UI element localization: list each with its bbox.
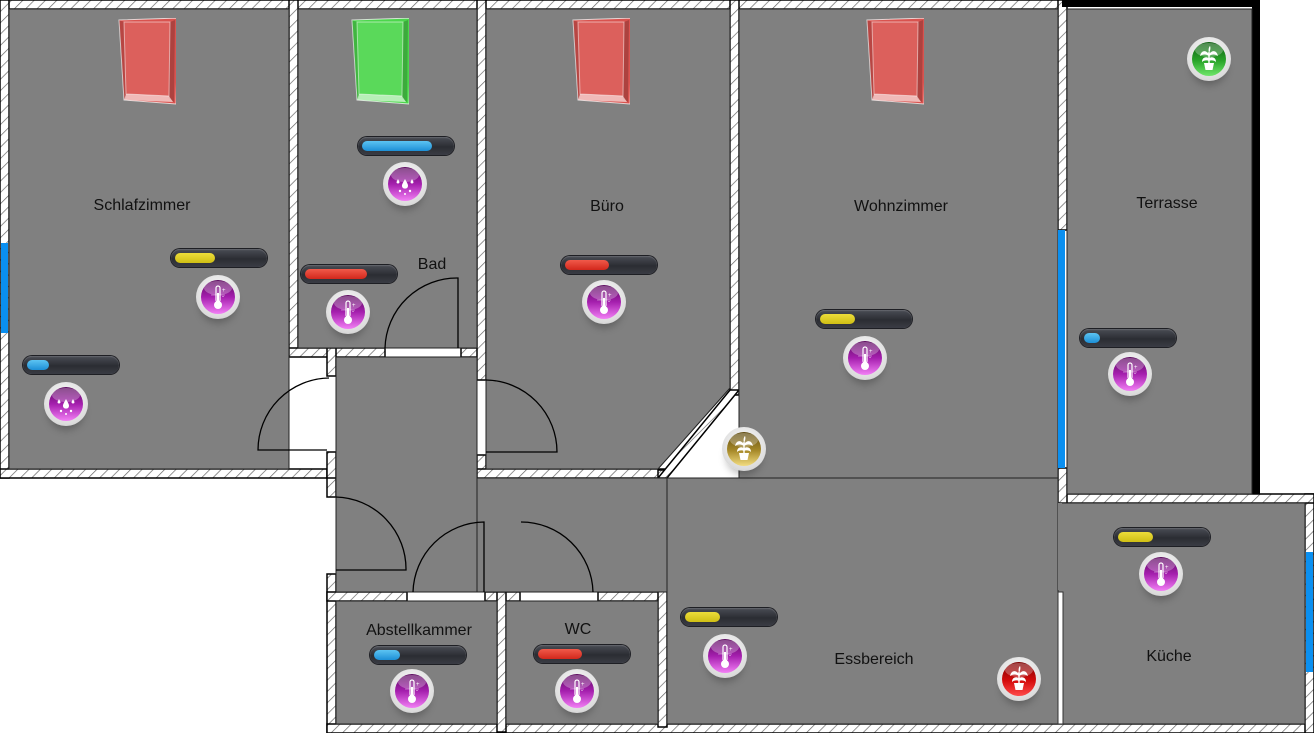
level-bar-wc-temperature[interactable] bbox=[534, 645, 630, 663]
room-label-wc: WC bbox=[564, 621, 592, 638]
terrace-border bbox=[1252, 0, 1260, 494]
window-icon bbox=[572, 17, 633, 105]
humidity-button-bad[interactable] bbox=[383, 162, 427, 206]
thermometer-icon: +- bbox=[211, 285, 226, 309]
level-fill bbox=[685, 612, 721, 622]
svg-text:-: - bbox=[608, 299, 610, 305]
kitchen-divider bbox=[1057, 591, 1064, 725]
window-status-wohnzimmer[interactable] bbox=[866, 17, 927, 108]
thermometer-icon: +- bbox=[405, 679, 420, 703]
level-fill bbox=[175, 253, 215, 263]
window-status-bad[interactable] bbox=[351, 17, 412, 108]
room-label-bad: Bad bbox=[417, 256, 447, 273]
thermometer-icon: +- bbox=[570, 679, 585, 703]
plant-icon bbox=[1200, 46, 1218, 70]
humidity-button-schlafzimmer[interactable] bbox=[44, 382, 88, 426]
window-status-schlafzimmer[interactable] bbox=[118, 17, 179, 108]
level-bar-schlafzimmer-humidity[interactable] bbox=[23, 356, 119, 374]
window-icon bbox=[118, 17, 179, 105]
thermostat-button-wohnzimmer[interactable]: +- bbox=[843, 336, 887, 380]
level-fill bbox=[374, 650, 401, 660]
plant-icon bbox=[1010, 666, 1028, 690]
thermostat-button-wc[interactable]: +- bbox=[555, 669, 599, 713]
level-bar-terrasse-temperature[interactable] bbox=[1080, 329, 1176, 347]
level-bar-abstellkammer-temperature[interactable] bbox=[370, 646, 466, 664]
thermostat-button-terrasse[interactable]: +- bbox=[1108, 352, 1152, 396]
window-status-buero[interactable] bbox=[572, 17, 633, 108]
doors bbox=[257, 277, 594, 593]
svg-text:+: + bbox=[729, 647, 733, 653]
floor-corridor bbox=[335, 356, 478, 593]
room-label-schlafzimmer: Schlafzimmer bbox=[93, 197, 191, 214]
level-fill bbox=[1118, 532, 1154, 542]
window-icon bbox=[351, 17, 412, 105]
level-bar-bad-humidity[interactable] bbox=[358, 137, 454, 155]
svg-text:+: + bbox=[416, 682, 420, 688]
humidity-drops-icon bbox=[396, 179, 414, 195]
level-bar-schlafzimmer-temperature[interactable] bbox=[171, 249, 267, 267]
level-fill bbox=[565, 260, 609, 270]
svg-text:-: - bbox=[581, 688, 583, 694]
level-fill bbox=[27, 360, 49, 370]
level-bar-bad-temperature[interactable] bbox=[301, 265, 397, 283]
svg-text:-: - bbox=[416, 688, 418, 694]
thermostat-button-kueche[interactable]: +- bbox=[1139, 552, 1183, 596]
humidity-drops-icon bbox=[57, 399, 75, 415]
svg-text:-: - bbox=[729, 653, 731, 659]
level-fill bbox=[1084, 333, 1100, 343]
thermostat-button-abstellkammer[interactable]: +- bbox=[390, 669, 434, 713]
thermostat-button-essbereich[interactable]: +- bbox=[703, 634, 747, 678]
level-bar-essbereich-temperature[interactable] bbox=[681, 608, 777, 626]
svg-text:+: + bbox=[1165, 565, 1169, 571]
level-fill bbox=[305, 269, 367, 279]
thermometer-icon: +- bbox=[718, 644, 733, 668]
svg-text:+: + bbox=[352, 303, 356, 309]
thermometer-icon: +- bbox=[341, 300, 356, 324]
svg-text:+: + bbox=[1134, 365, 1138, 371]
svg-text:-: - bbox=[1134, 371, 1136, 377]
window-icon bbox=[866, 17, 927, 105]
svg-text:-: - bbox=[222, 294, 224, 300]
room-label-kueche: Küche bbox=[1146, 648, 1192, 665]
svg-text:+: + bbox=[222, 288, 226, 294]
svg-text:-: - bbox=[1165, 571, 1167, 577]
plant-button-terrasse[interactable] bbox=[1187, 37, 1231, 81]
thermostat-button-buero[interactable]: +- bbox=[582, 280, 626, 324]
svg-text:+: + bbox=[608, 293, 612, 299]
svg-text:+: + bbox=[581, 682, 585, 688]
plant-button-essbereich[interactable] bbox=[997, 657, 1041, 701]
room-label-wohnzimmer: Wohnzimmer bbox=[854, 198, 948, 215]
svg-text:+: + bbox=[869, 349, 873, 355]
level-bar-buero-temperature[interactable] bbox=[561, 256, 657, 274]
room-label-buero: Büro bbox=[590, 198, 624, 215]
level-bar-kueche-temperature[interactable] bbox=[1114, 528, 1210, 546]
room-label-abstellkammer: Abstellkammer bbox=[366, 622, 472, 639]
floor-essbereich bbox=[666, 477, 1059, 725]
thermostat-button-bad[interactable]: +- bbox=[326, 290, 370, 334]
plant-button-wohnzimmer[interactable] bbox=[722, 427, 766, 471]
thermometer-icon: +- bbox=[1123, 362, 1138, 386]
level-fill bbox=[538, 649, 582, 659]
thermostat-button-schlafzimmer[interactable]: +- bbox=[196, 275, 240, 319]
thermometer-icon: +- bbox=[858, 346, 873, 370]
room-label-essbereich: Essbereich bbox=[834, 651, 914, 668]
level-bar-wohnzimmer-temperature[interactable] bbox=[816, 310, 912, 328]
plant-icon bbox=[735, 436, 753, 460]
glass-panes bbox=[1, 230, 1313, 672]
level-fill bbox=[820, 314, 856, 324]
floor-buero bbox=[485, 8, 731, 470]
thermometer-icon: +- bbox=[1154, 562, 1169, 586]
svg-text:-: - bbox=[869, 355, 871, 361]
room-label-terrasse: Terrasse bbox=[1136, 195, 1198, 212]
floor-terrasse bbox=[1066, 8, 1253, 495]
svg-text:-: - bbox=[352, 309, 354, 315]
level-fill bbox=[362, 141, 433, 151]
thermometer-icon: +- bbox=[597, 290, 612, 314]
